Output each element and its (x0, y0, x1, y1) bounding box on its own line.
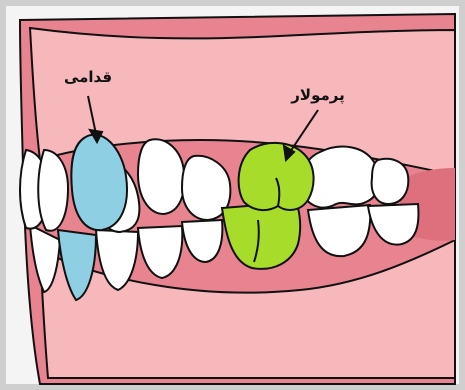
upper-tooth (372, 159, 409, 204)
premolar-upper (239, 143, 314, 210)
anterior-label: قدامی (64, 68, 112, 86)
upper-tooth (138, 139, 184, 214)
premolar-label: پرمولار (290, 86, 344, 105)
